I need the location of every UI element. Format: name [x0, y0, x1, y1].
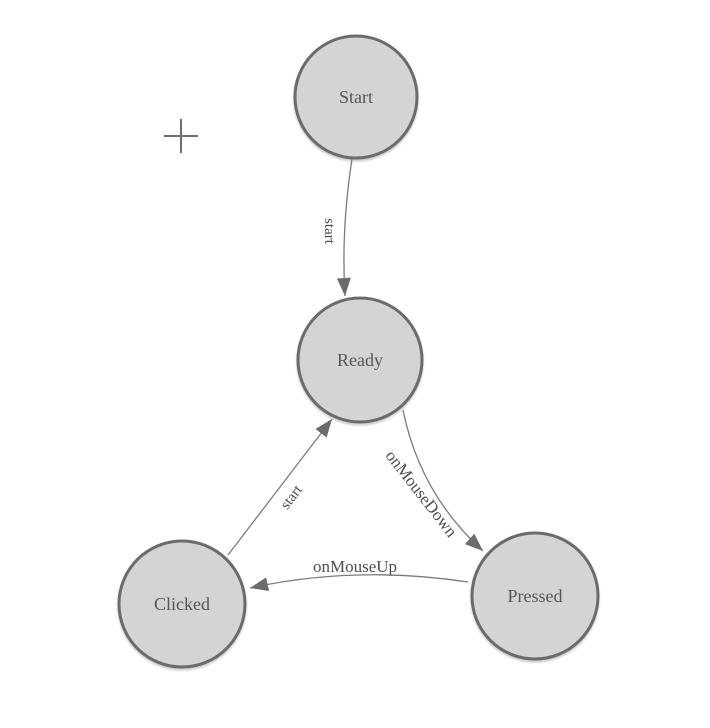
transition-edge-clicked-ready[interactable]	[227, 418, 333, 556]
state-node-start-label: Start	[339, 87, 373, 107]
state-node-clicked-circle[interactable]	[117, 539, 247, 669]
state-node-ready-label: Ready	[337, 350, 383, 370]
state-node-ready[interactable]: Ready	[296, 296, 424, 424]
transition-edge-start-ready[interactable]	[336, 158, 353, 297]
state-node-start-circle[interactable]	[293, 34, 419, 160]
edge-label-start-bottom: start	[278, 482, 307, 513]
transition-edge-pressed-clicked[interactable]	[249, 574, 469, 592]
state-node-ready-circle[interactable]	[296, 296, 424, 424]
state-node-clicked[interactable]: Clicked	[117, 539, 247, 669]
edge-label-onmousedown: onMouseDown	[382, 446, 462, 541]
state-node-pressed-circle[interactable]	[470, 531, 600, 661]
crosshair-cursor-icon	[164, 119, 198, 153]
transition-edge-ready-pressed[interactable]	[402, 409, 484, 552]
state-node-start[interactable]: Start	[293, 34, 419, 160]
edge-label-onmouseup: onMouseUp	[313, 557, 397, 576]
state-node-clicked-label: Clicked	[154, 594, 210, 614]
state-node-pressed[interactable]: Pressed	[470, 531, 600, 661]
edge-label-start-top: start	[321, 218, 337, 245]
state-node-pressed-label: Pressed	[508, 586, 563, 606]
